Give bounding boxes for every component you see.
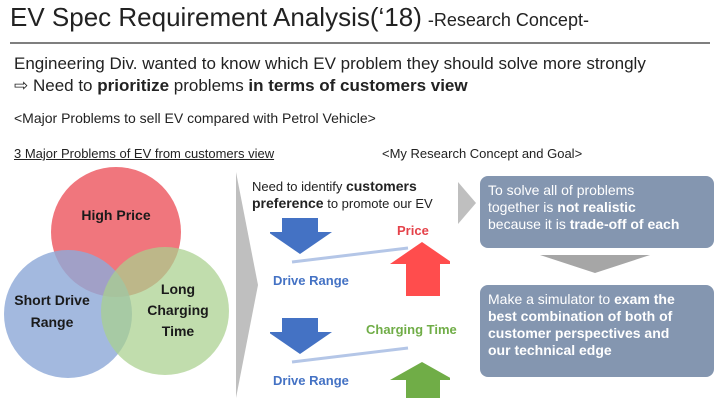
venn-label-drive-range-1: Short Drive xyxy=(14,292,90,308)
up-arrow-icon xyxy=(390,362,450,398)
down-arrow-icon xyxy=(270,218,332,254)
title-divider xyxy=(10,42,710,44)
venn-label-drive-range-2: Range xyxy=(31,314,74,330)
major-problems-heading: <Major Problems to sell EV compared with… xyxy=(14,110,376,126)
prioritize-text: prioritize xyxy=(97,76,170,95)
intro-line-2: ⇨ Need to prioritize problems in terms o… xyxy=(14,76,468,95)
up-arrow-icon xyxy=(390,242,450,296)
down-chevron-icon xyxy=(540,255,650,273)
tradeoff-line xyxy=(291,346,409,364)
problems-venn-diagram: High Price Short Drive Range Long Chargi… xyxy=(4,167,229,378)
venn-circle-drive-range xyxy=(4,250,132,378)
venn-label-charging-2: Charging xyxy=(147,302,208,318)
page-title: EV Spec Requirement Analysis(‘18)-Resear… xyxy=(10,2,589,33)
right-arrow-icon xyxy=(458,182,476,224)
tradeoff-1-up-label: Price xyxy=(397,223,429,238)
down-arrow-icon xyxy=(270,318,332,354)
research-concept-heading: <My Research Concept and Goal> xyxy=(382,146,583,161)
implies-arrow-icon: ⇨ xyxy=(14,76,29,95)
venn-label-high-price: High Price xyxy=(81,207,150,223)
flow-chevron-icon xyxy=(236,172,258,398)
page-title-main: EV Spec Requirement Analysis(‘18) xyxy=(10,2,422,32)
tradeoff-2-down-label: Drive Range xyxy=(273,373,349,388)
intro-line-1: Engineering Div. wanted to know which EV… xyxy=(14,54,646,73)
need-identify-text: Need to identify customers preference to… xyxy=(252,178,433,211)
page-title-sub: -Research Concept- xyxy=(427,10,589,30)
customers-view-text: in terms of customers view xyxy=(248,76,468,95)
simulator-goal-box: Make a simulator to exam the best combin… xyxy=(480,285,714,377)
tradeoff-line xyxy=(291,246,409,264)
venn-circle-charging-time xyxy=(101,247,229,375)
venn-label-charging-1: Long xyxy=(161,281,195,297)
venn-label-charging-3: Time xyxy=(162,323,195,339)
tradeoff-1-down-label: Drive Range xyxy=(273,273,349,288)
tradeoff-2-up-label: Charging Time xyxy=(366,322,457,337)
three-problems-heading: 3 Major Problems of EV from customers vi… xyxy=(14,146,275,161)
tradeoff-1-diagram xyxy=(270,218,450,296)
not-realistic-box: To solve all of problems together is not… xyxy=(480,176,714,248)
tradeoff-2-diagram xyxy=(270,318,450,398)
